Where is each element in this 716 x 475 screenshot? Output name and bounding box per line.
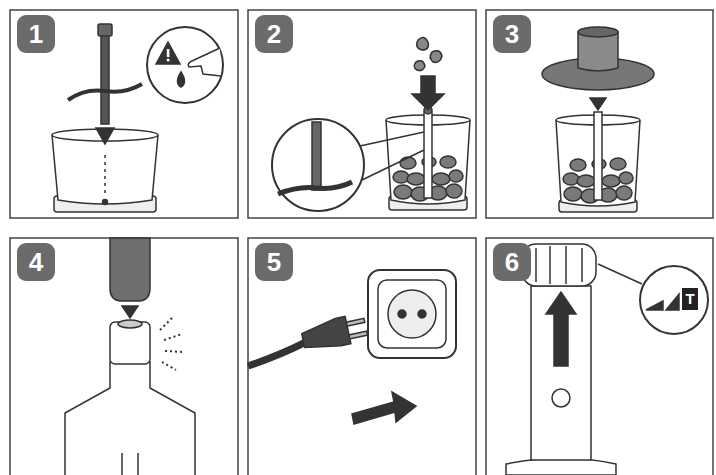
- push-arrow: [546, 292, 576, 366]
- callout-number: 2: [255, 15, 293, 53]
- panel-frame: [486, 10, 713, 218]
- mains-plug: [300, 313, 368, 354]
- blade-shaft: [101, 32, 109, 124]
- callout-number: 5: [255, 243, 293, 281]
- callout-number: 3: [493, 15, 531, 53]
- speed-step: [646, 301, 663, 310]
- sharp-drop: [178, 72, 185, 87]
- down-arrow: [412, 76, 444, 110]
- step-number: 2: [267, 21, 281, 47]
- motor-unit: [110, 238, 150, 301]
- click-lines: [160, 318, 172, 330]
- zoom-circle: [272, 119, 364, 211]
- warning-circle: [147, 27, 223, 103]
- panel-frame: [248, 238, 476, 475]
- click-lines: [162, 362, 176, 370]
- food-piece: [417, 37, 429, 50]
- mains-plug: [300, 316, 351, 353]
- panel-frame: [10, 10, 238, 218]
- panel-frame: [248, 10, 476, 218]
- blade: [278, 182, 352, 194]
- finger-lines: [536, 246, 582, 284]
- fit-lid-step: [542, 27, 654, 212]
- panel-frame: [486, 238, 713, 475]
- blade: [68, 84, 142, 100]
- down-arrow: [122, 306, 138, 318]
- blade-shaft: [424, 112, 432, 198]
- click-lines: [160, 318, 184, 370]
- blade-shaft: [594, 112, 602, 200]
- mains-plug: [346, 318, 364, 326]
- zoom-line: [360, 132, 424, 146]
- warning-mark: [167, 59, 170, 62]
- step-number: 4: [29, 249, 43, 275]
- plug-in-step: [248, 270, 456, 424]
- speed-button: [552, 389, 570, 407]
- wall-socket: [368, 270, 456, 358]
- click-lines: [164, 334, 182, 340]
- power-cord: [248, 342, 306, 366]
- mains-plug: [349, 331, 367, 339]
- callout-number: 6: [493, 243, 531, 281]
- callout-number: 4: [17, 243, 55, 281]
- step-number: 3: [505, 21, 519, 47]
- step-number: 1: [29, 21, 43, 47]
- hand: [522, 244, 596, 286]
- click-lines: [165, 351, 184, 352]
- switch-on-step: [506, 244, 708, 475]
- blade-shaft: [312, 122, 321, 190]
- bowl-pin: [104, 155, 106, 194]
- warning-triangle: [156, 42, 180, 64]
- chopper-lid: [65, 362, 195, 475]
- speed-step: [666, 294, 679, 310]
- zoom-line: [362, 150, 424, 180]
- step-number: 6: [505, 249, 519, 275]
- wall-socket: [378, 280, 446, 348]
- food-piece: [430, 51, 442, 63]
- callout-line: [598, 264, 642, 284]
- panel-frames: [10, 10, 713, 475]
- blade-cap: [98, 24, 112, 36]
- speed-icon: [640, 266, 708, 334]
- lid-coupling: [118, 320, 142, 328]
- bowl-pin: [103, 200, 108, 205]
- bowl-line: [137, 453, 139, 475]
- motor-unit: [531, 286, 591, 460]
- warning-mark: [167, 49, 170, 57]
- socket-face: [388, 290, 436, 338]
- down-arrow: [590, 98, 606, 110]
- hand: [188, 48, 221, 76]
- lid-coupling: [578, 27, 618, 37]
- socket-hole: [418, 310, 426, 318]
- socket-hole: [398, 310, 406, 318]
- bowl-line: [121, 453, 123, 475]
- turbo-symbol: T: [682, 288, 698, 310]
- food-piece: [414, 61, 425, 71]
- lid-coupling: [578, 28, 618, 71]
- step-number: 5: [267, 249, 281, 275]
- blade-insert-step: [52, 24, 223, 212]
- panel-frame: [10, 238, 238, 475]
- fill-bowl-step: [272, 37, 470, 211]
- push-arrow: [352, 392, 416, 424]
- attach-motor-step: [65, 238, 195, 475]
- callout-number: 1: [17, 15, 55, 53]
- down-arrow: [96, 128, 114, 144]
